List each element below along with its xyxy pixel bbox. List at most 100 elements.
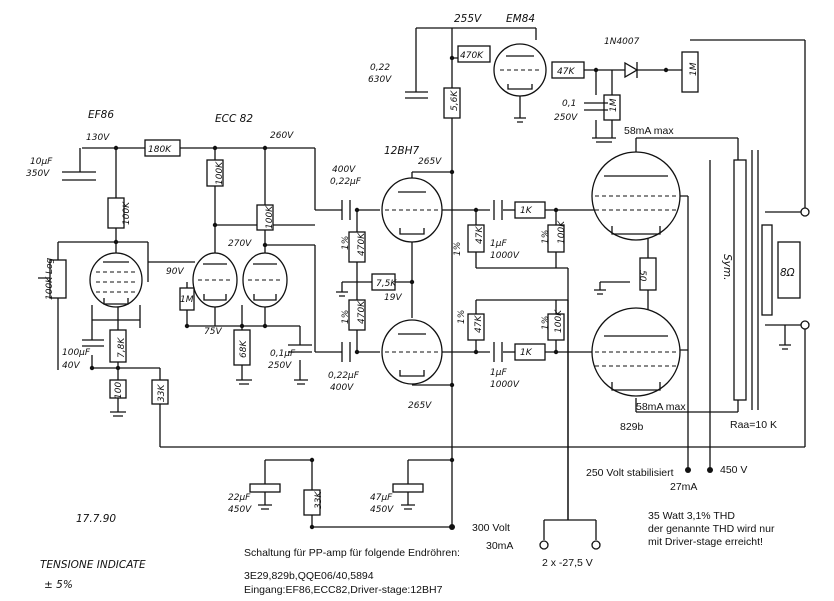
r-1m-em84: 1M [609, 98, 619, 112]
c-1uf-b: 1µF [490, 368, 507, 378]
ground-symbols [110, 117, 791, 510]
label-ef86: EF86 [88, 109, 114, 121]
r-100k-d: 100K [557, 220, 567, 244]
tube-829b-upper [591, 151, 681, 241]
supply-250v: 250 Volt stabilisiert [586, 467, 674, 479]
c-01uf-a: 0,1µF [270, 349, 296, 359]
c-450v-a: 450V [228, 505, 252, 515]
r-100k-c: 100K [265, 205, 275, 229]
c-450v-b: 450V [370, 505, 394, 515]
tol-1pct-e: 1% [341, 236, 351, 250]
tube-labels: EF86 ECC 82 12BH7 EM84 Sym. 829b [88, 13, 733, 433]
label-ecc82: ECC 82 [215, 113, 253, 125]
handwritten-tolerance: ± 5% [44, 579, 73, 591]
label-12bh7: 12BH7 [384, 145, 419, 157]
c-10uf: 10µF [30, 157, 53, 167]
c-350v: 350V [26, 169, 50, 179]
tube-em84 [493, 43, 547, 97]
c-022uf-a: 0,22µF [330, 177, 362, 187]
r-470k-b: 470K [357, 300, 367, 324]
tube-12bh7-upper [381, 177, 443, 243]
wiring [38, 27, 806, 540]
c-100uf: 100µF [62, 348, 91, 358]
note-tubes-1: 3E29,829b,QQE06/40,5894 [244, 570, 374, 582]
note-line-1: 35 Watt 3,1% THD [648, 510, 735, 522]
tol-1pct-c: 1% [457, 310, 467, 324]
c-1000v-a: 1000V [490, 251, 520, 261]
r-78k: 7,8K [117, 337, 127, 358]
handwritten-tension: TENSIONE INDICATE [40, 559, 146, 571]
tube-ecc82-a [192, 252, 238, 308]
c-40v: 40V [62, 361, 80, 371]
v-270v: 270V [228, 239, 252, 249]
voltage-labels: 130V 260V 90V 270V 75V 265V 19V 265V 255… [86, 13, 777, 431]
handwritten-date: 17.7.90 [76, 513, 116, 525]
c-250v-em84: 250V [554, 113, 578, 123]
tube-12bh7-lower [381, 319, 443, 385]
r-56k: 5,6K [450, 90, 460, 111]
supply-450v: 450 V [720, 464, 747, 476]
speaker [777, 241, 801, 299]
label-829b: 829b [620, 421, 644, 433]
r-1k-b: 1K [520, 348, 533, 358]
r-100: 100 [114, 382, 124, 399]
note-line-2: der genannte THD wird nur [648, 523, 775, 535]
pot-100k-log: 100K Log [45, 258, 55, 300]
r-47k-em84: 47K [557, 67, 575, 77]
r-7-5k: 7,5K [376, 279, 397, 289]
component-labels: 10µF 350V 180K 100K 100K 100K 100K Log 1… [26, 37, 795, 515]
r-50-balance: 50 [637, 270, 647, 282]
current-58ma-top: 58mA max [624, 125, 674, 137]
r-100k-b: 100K [215, 161, 225, 185]
capacitors [62, 91, 608, 493]
supply-27ma: 27mA [670, 481, 697, 493]
c-1000v-b: 1000V [490, 380, 520, 390]
terminals [539, 207, 810, 550]
pot-1m: 1M [689, 62, 699, 76]
r-470k-a: 470K [357, 232, 367, 256]
diode-label: 1N4007 [604, 37, 640, 47]
supply-2x-27v: 2 x -27,5 V [542, 557, 593, 569]
r-47k-b: 47K [474, 315, 484, 333]
tol-1pct-f: 1% [341, 310, 351, 324]
c-250v-a: 250V [268, 361, 292, 371]
label-sym: Sym. [721, 254, 733, 280]
raa-label: Raa=10 K [730, 419, 777, 431]
supply-labels: 300 Volt 30mA 2 x -27,5 V 250 Volt stabi… [472, 464, 747, 569]
resistors [49, 45, 699, 516]
v-130v: 130V [86, 133, 110, 143]
notes: 35 Watt 3,1% THD der genannte THD wird n… [40, 510, 775, 596]
v-90v: 90V [166, 267, 184, 277]
c-47uf: 47µF [370, 493, 393, 503]
r-100k-e: 100K [554, 309, 564, 333]
note-line-3: mit Driver-stage erreicht! [648, 536, 763, 548]
c-022-em84: 0,22 [370, 63, 390, 73]
tube-ecc82-b [242, 252, 288, 308]
diode-1n4007 [624, 61, 639, 79]
c-01-em84: 0,1 [562, 99, 576, 109]
supply-30ma: 30mA [486, 540, 513, 552]
r-1m-grid: 1M [180, 295, 194, 305]
c-1uf-a: 1µF [490, 239, 507, 249]
tol-1pct-a: 1% [453, 242, 463, 256]
v-255v: 255V [454, 13, 482, 25]
v-19v: 19V [384, 293, 402, 303]
r-100k-a: 100K [122, 201, 132, 225]
v-260v: 260V [270, 131, 294, 141]
r-1k-a: 1K [520, 206, 533, 216]
c-022uf-b: 0,22µF [328, 371, 360, 381]
supply-300v: 300 Volt [472, 522, 510, 534]
tube-829b-lower [591, 307, 681, 397]
c-400v-b: 400V [330, 383, 354, 393]
c-400v-a: 400V [332, 165, 356, 175]
v-75v: 75V [204, 327, 222, 337]
r-180k: 180K [148, 145, 172, 155]
speaker-impedance: 8Ω [780, 267, 795, 279]
c-22uf: 22µF [228, 493, 251, 503]
tube-ef86 [89, 252, 143, 308]
current-58ma-bottom: 58mA max [636, 401, 686, 413]
r-33k-b: 33K [314, 491, 324, 509]
junctions [89, 55, 713, 530]
